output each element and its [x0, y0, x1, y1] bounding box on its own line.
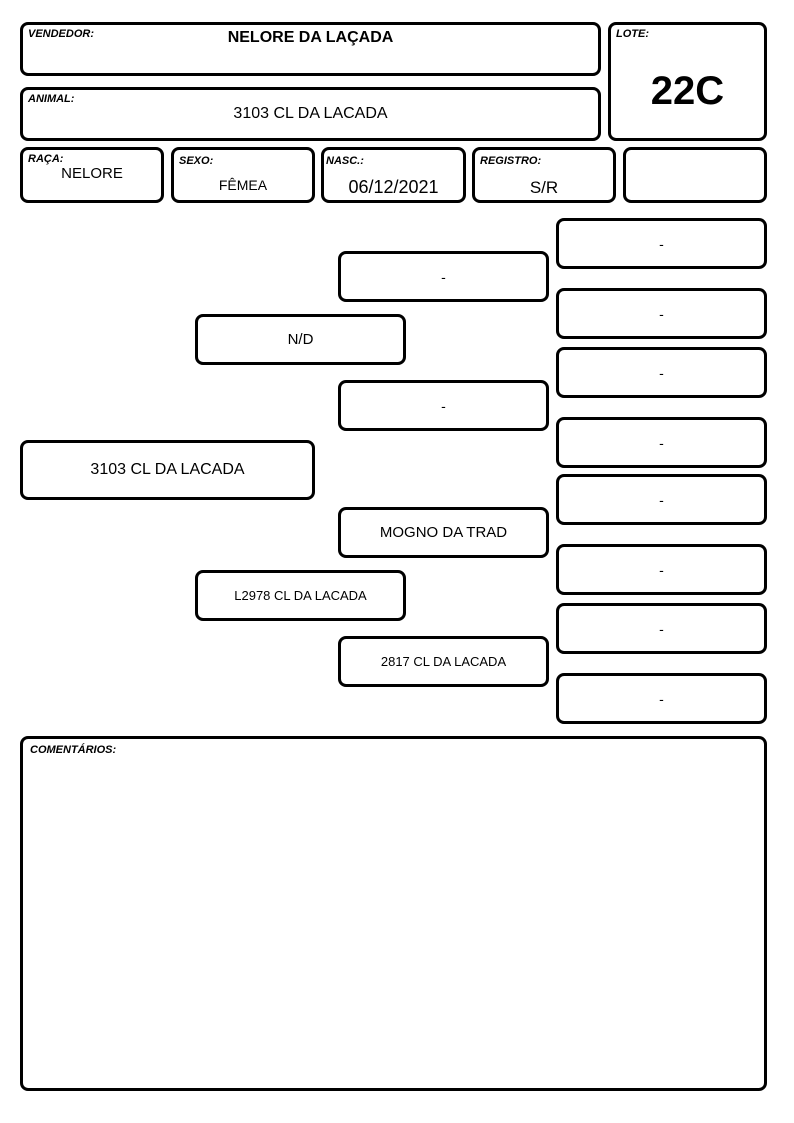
registro-label: REGISTRO: — [480, 155, 542, 167]
extra-box — [623, 147, 767, 203]
vendedor-value: NELORE DA LAÇADA — [227, 29, 394, 46]
sexo-box: SEXO: FÊMEA — [171, 147, 315, 203]
nasc-value: 06/12/2021 — [348, 177, 439, 197]
pedigree-great-grandparent-4: - — [556, 417, 767, 468]
great-grandparent-name: - — [659, 364, 664, 381]
pedigree-dam-box: L2978 CL DA LACADA — [195, 570, 406, 621]
pedigree-great-grandparent-6: - — [556, 544, 767, 595]
pedigree-sire-dam-box: - — [338, 380, 549, 431]
registro-value: S/R — [529, 178, 559, 197]
pedigree-sire: N/D — [287, 331, 314, 348]
pedigree-sire-sire: - — [441, 268, 446, 285]
great-grandparent-name: - — [659, 235, 664, 252]
animal-box: ANIMAL: 3103 CL DA LACADA — [20, 87, 601, 141]
pedigree-animal-box: 3103 CL DA LACADA — [20, 440, 315, 500]
sexo-label: SEXO: — [179, 155, 214, 167]
pedigree-great-grandparent-1: - — [556, 218, 767, 269]
animal-value: 3103 CL DA LACADA — [233, 105, 388, 122]
vendedor-label: VENDEDOR: — [28, 28, 95, 40]
pedigree-dam-dam-box: 2817 CL DA LACADA — [338, 636, 549, 687]
nasc-label: NASC.: — [326, 155, 364, 167]
lote-label: LOTE: — [616, 28, 649, 40]
lote-box: LOTE: 22C — [608, 22, 767, 141]
comments-label: COMENTÁRIOS: — [30, 744, 117, 756]
vendedor-box: VENDEDOR: NELORE DA LAÇADA — [20, 22, 601, 76]
great-grandparent-name: - — [659, 305, 664, 322]
pedigree-great-grandparent-3: - — [556, 347, 767, 398]
pedigree-dam: L2978 CL DA LACADA — [234, 588, 367, 603]
great-grandparent-name: - — [659, 620, 664, 637]
nasc-box: NASC.: 06/12/2021 — [321, 147, 466, 203]
pedigree-sire-sire-box: - — [338, 251, 549, 302]
raca-box: RAÇA: NELORE — [20, 147, 164, 203]
raca-value: NELORE — [61, 165, 123, 182]
pedigree-great-grandparent-8: - — [556, 673, 767, 724]
pedigree-dam-dam: 2817 CL DA LACADA — [380, 654, 507, 669]
animal-label: ANIMAL: — [28, 93, 75, 105]
pedigree-dam-sire-box: MOGNO DA TRAD — [338, 507, 549, 558]
registro-box: REGISTRO: S/R — [472, 147, 616, 203]
lote-value: 22C — [650, 69, 725, 113]
great-grandparent-name: - — [659, 434, 664, 451]
pedigree-sire-dam: - — [441, 397, 446, 414]
comments-box: COMENTÁRIOS: — [20, 736, 767, 1091]
pedigree-animal: 3103 CL DA LACADA — [90, 461, 245, 478]
pedigree-dam-sire: MOGNO DA TRAD — [379, 524, 508, 541]
pedigree-sire-box: N/D — [195, 314, 406, 365]
great-grandparent-name: - — [659, 491, 664, 508]
great-grandparent-name: - — [659, 690, 664, 707]
great-grandparent-name: - — [659, 561, 664, 578]
sexo-value: FÊMEA — [218, 177, 268, 193]
pedigree-great-grandparent-2: - — [556, 288, 767, 339]
pedigree-great-grandparent-7: - — [556, 603, 767, 654]
pedigree-great-grandparent-5: - — [556, 474, 767, 525]
raca-label: RAÇA: — [28, 153, 64, 165]
